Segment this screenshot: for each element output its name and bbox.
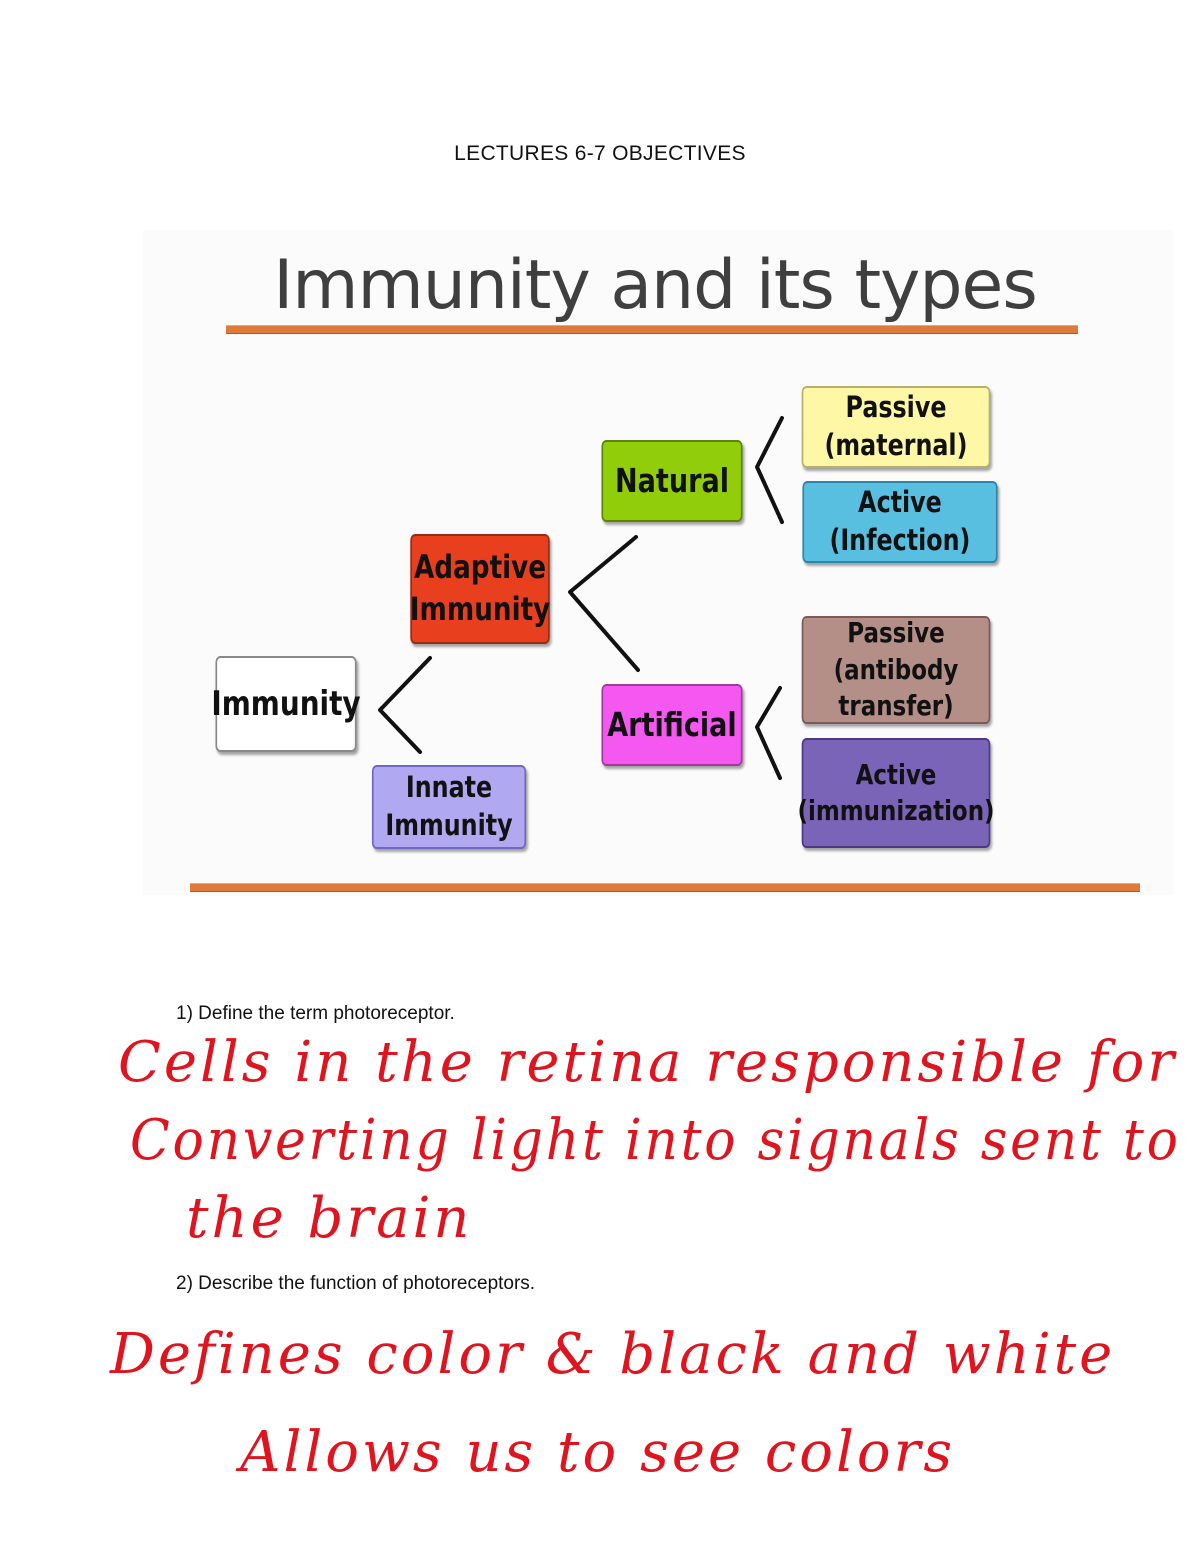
question-2-prompt: 2) Describe the function of photorecepto… <box>176 1273 536 1294</box>
answer-2-line-1: Defines color & black and white <box>110 1322 1116 1387</box>
answer-1-line-2: Converting light into signals sent to <box>130 1108 1181 1173</box>
page-title: LECTURES 6-7 OBJECTIVES <box>454 142 746 165</box>
node-passive-maternal: Passive (maternal) <box>801 386 991 468</box>
node-natural: Natural <box>601 440 743 522</box>
node-active-immunization: Active (immunization) <box>797 738 995 848</box>
slide-top-rule <box>226 325 1078 334</box>
question-1-prompt: 1) Define the term photoreceptor. <box>176 1003 455 1024</box>
slide-image <box>143 230 1173 895</box>
node-immunity: Immunity <box>211 656 361 752</box>
answer-1-line-3: the brain <box>186 1186 473 1251</box>
node-adaptive-immunity: Adaptive Immunity <box>410 534 550 644</box>
slide-bottom-rule <box>190 883 1140 892</box>
slide-title: Immunity and its types <box>273 246 1038 325</box>
answer-1-line-1: Cells in the retina responsible for <box>118 1030 1178 1095</box>
node-active-infection: Active (Infection) <box>802 481 998 563</box>
node-artificial: Artificial <box>601 684 743 766</box>
node-innate-immunity: Innate Immunity <box>371 765 527 849</box>
answer-2-line-2: Allows us to see colors <box>240 1420 956 1485</box>
node-passive-antibody-transfer: Passive (antibody transfer) <box>801 616 991 724</box>
